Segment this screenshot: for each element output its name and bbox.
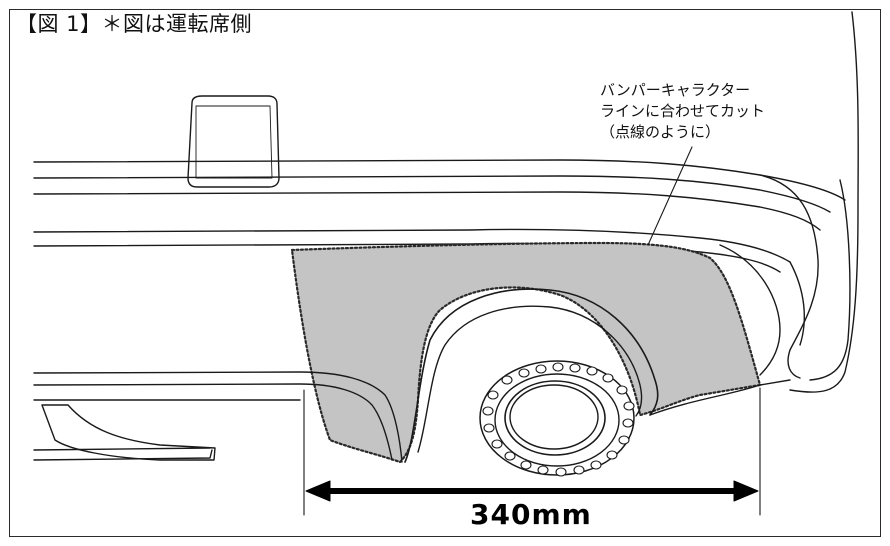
muffler-inner-ring-2 (509, 384, 599, 450)
body-edge-inner-line (809, 179, 851, 381)
rivet-hole (622, 418, 634, 428)
lower-line-1 (33, 371, 403, 463)
cut-instruction-note: バンパーキャラクター ラインに合わせてカット （点線のように） (600, 80, 765, 143)
rivet-hole (555, 467, 567, 477)
rivet-hole (491, 439, 503, 449)
note-line-2: ラインに合わせてカット (600, 102, 766, 120)
muffler-rivets (482, 362, 635, 477)
body-edge-line (789, 11, 859, 393)
dimension-label: 340mm (470, 498, 592, 531)
rivet-hole (573, 465, 585, 475)
corner-curve-2 (719, 244, 781, 376)
rivet-hole (487, 390, 499, 400)
rivet-hole (518, 368, 530, 378)
bumper-top-line-3 (33, 191, 821, 231)
lower-line-5 (33, 449, 213, 461)
bumper-top-line-2 (33, 175, 831, 213)
rivet-hole (616, 385, 628, 395)
lower-right-line (649, 379, 791, 416)
character-line-1 (33, 228, 791, 263)
figure-frame (9, 9, 881, 537)
rivet-hole (618, 435, 630, 445)
note-line-1: バンパーキャラクター (600, 81, 751, 99)
rivet-hole (586, 366, 598, 376)
rivet-hole (535, 364, 547, 374)
arch-outer (404, 288, 659, 463)
tow-hook-cover-inner (195, 105, 273, 179)
figure-caption: 【図 1】＊図は運転席側 (16, 12, 253, 36)
rivet-hole (569, 363, 581, 373)
bumper-top-line-1 (33, 159, 846, 201)
cut-area (290, 241, 762, 464)
rivet-hole (602, 373, 614, 383)
rivet-hole (623, 401, 635, 411)
corner-curve-3 (789, 261, 805, 346)
diffuser-fin (41, 404, 216, 461)
rivet-hole (537, 465, 549, 475)
lower-line-2 (33, 383, 393, 461)
rivet-hole (520, 460, 532, 470)
dimension-arrowhead-right (733, 480, 759, 502)
dimension-arrowhead-left (305, 480, 331, 502)
rivet-hole (590, 460, 602, 470)
rivet-hole (606, 450, 618, 460)
leader-line (647, 146, 693, 246)
rivet-hole (501, 375, 513, 385)
rivet-hole (552, 362, 564, 372)
arch-inner (417, 305, 643, 453)
tow-hook-cover (187, 95, 280, 188)
muffler-inner-ring (504, 380, 606, 456)
rivet-hole (482, 406, 494, 416)
rivet-hole (483, 423, 495, 433)
lower-line-4 (33, 447, 211, 451)
muffler-middle-ring (494, 373, 620, 467)
rivet-hole (504, 451, 516, 461)
corner-curve-1 (759, 174, 819, 379)
note-line-3: （点線のように） (600, 123, 721, 141)
